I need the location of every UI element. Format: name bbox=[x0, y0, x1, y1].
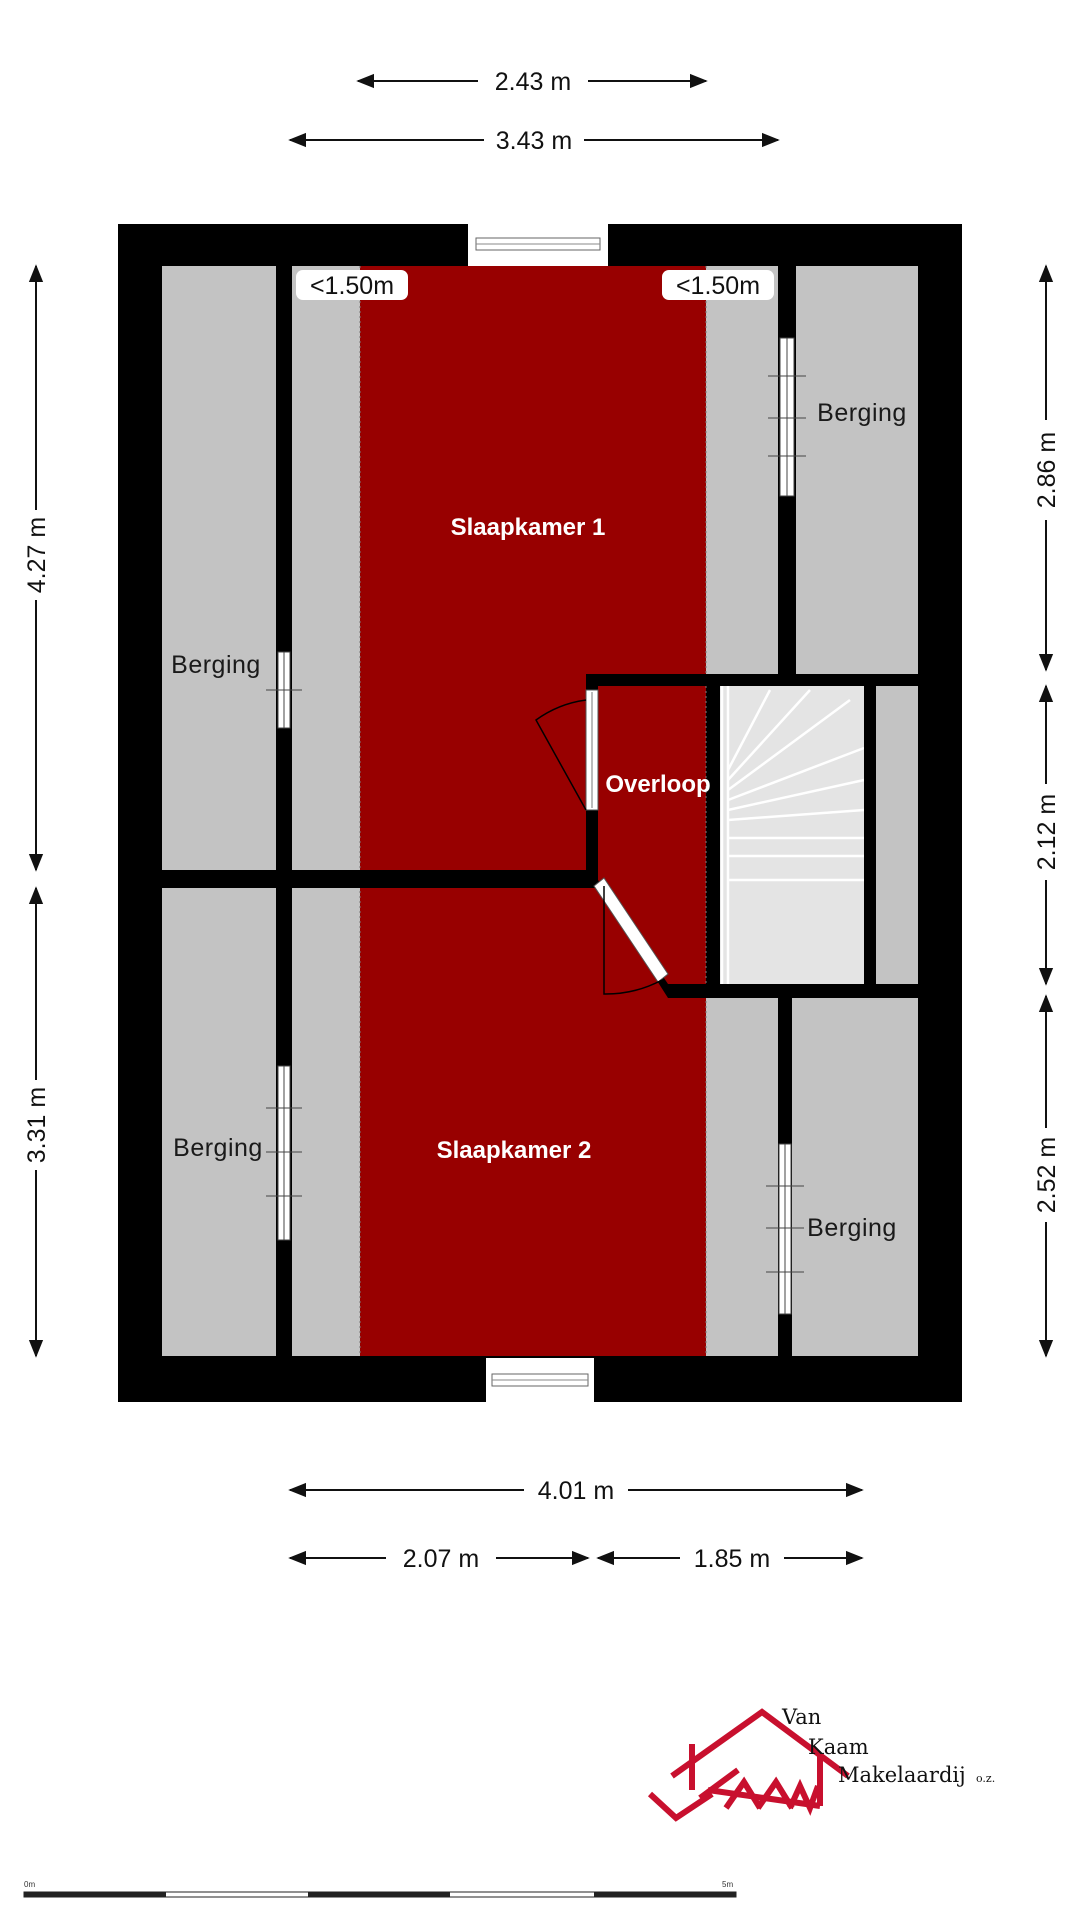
room-label-storage: Berging bbox=[173, 1134, 263, 1162]
dimension-left-lower: 3.31 m bbox=[23, 886, 51, 1358]
dimension-bottom-right: 1.85 m bbox=[596, 1545, 864, 1573]
logo-text-suffix: o.z. bbox=[976, 1772, 995, 1785]
room-label-landing: Overloop bbox=[605, 771, 710, 798]
landing-door-top bbox=[535, 689, 599, 811]
eave-lines bbox=[359, 266, 707, 1356]
storage-hatch bbox=[266, 337, 806, 1315]
scale-end-label: 5m bbox=[722, 1880, 733, 1889]
dimension-bottom-total: 4.01 m bbox=[288, 1477, 864, 1505]
company-logo: Van Kaam Makelaardij o.z. bbox=[647, 1705, 995, 1822]
height-marker-label: <1.50m bbox=[310, 272, 394, 300]
logo-text-line2: Kaam bbox=[808, 1735, 869, 1759]
dimension-label: 2.52 m bbox=[1033, 1137, 1061, 1213]
room-label-bedroom-2: Slaapkamer 2 bbox=[437, 1137, 592, 1164]
room-label-bedroom-1: Slaapkamer 1 bbox=[451, 514, 606, 541]
room-label-storage: Berging bbox=[171, 651, 261, 679]
height-marker-left: <1.50m bbox=[296, 270, 408, 300]
height-marker-right: <1.50m bbox=[662, 270, 774, 300]
dimension-label: 2.43 m bbox=[495, 68, 571, 96]
dimension-label: 1.85 m bbox=[694, 1545, 770, 1573]
dimension-right-middle: 2.12 m bbox=[1033, 684, 1061, 986]
dimension-label: 2.86 m bbox=[1033, 432, 1061, 508]
landing-door-bottom bbox=[593, 877, 669, 995]
dimension-right-lower: 2.52 m bbox=[1033, 994, 1061, 1358]
room-label-storage: Berging bbox=[807, 1214, 897, 1242]
scale-start-label: 0m bbox=[24, 1880, 35, 1889]
house-roof-mark bbox=[647, 1708, 850, 1822]
window-bottom bbox=[486, 1358, 594, 1402]
dimension-label: 3.43 m bbox=[496, 127, 572, 155]
dimension-bottom-left: 2.07 m bbox=[288, 1545, 590, 1573]
dimension-label: 4.27 m bbox=[23, 517, 51, 593]
dimension-label: 2.07 m bbox=[403, 1545, 479, 1573]
dimension-label: 4.01 m bbox=[538, 1477, 614, 1505]
dimension-label: 2.12 m bbox=[1033, 794, 1061, 870]
staircase bbox=[720, 686, 865, 984]
dimension-label: 3.31 m bbox=[23, 1087, 51, 1163]
room-label-storage: Berging bbox=[817, 399, 907, 427]
window-top bbox=[468, 224, 608, 266]
dimension-right-upper: 2.86 m bbox=[1033, 264, 1061, 672]
logo-text-line1: Van bbox=[781, 1705, 821, 1729]
bedroom-2-area bbox=[360, 888, 706, 1356]
dimension-left-upper: 4.27 m bbox=[23, 264, 51, 872]
dimension-top-inner: 2.43 m bbox=[356, 68, 708, 96]
storage-areas bbox=[162, 266, 918, 1356]
dimension-top-outer: 3.43 m bbox=[288, 127, 780, 155]
height-marker-label: <1.50m bbox=[676, 272, 760, 300]
logo-text-line3: Makelaardij bbox=[838, 1763, 966, 1787]
scale-bar: 0m 5m bbox=[23, 1880, 737, 1898]
